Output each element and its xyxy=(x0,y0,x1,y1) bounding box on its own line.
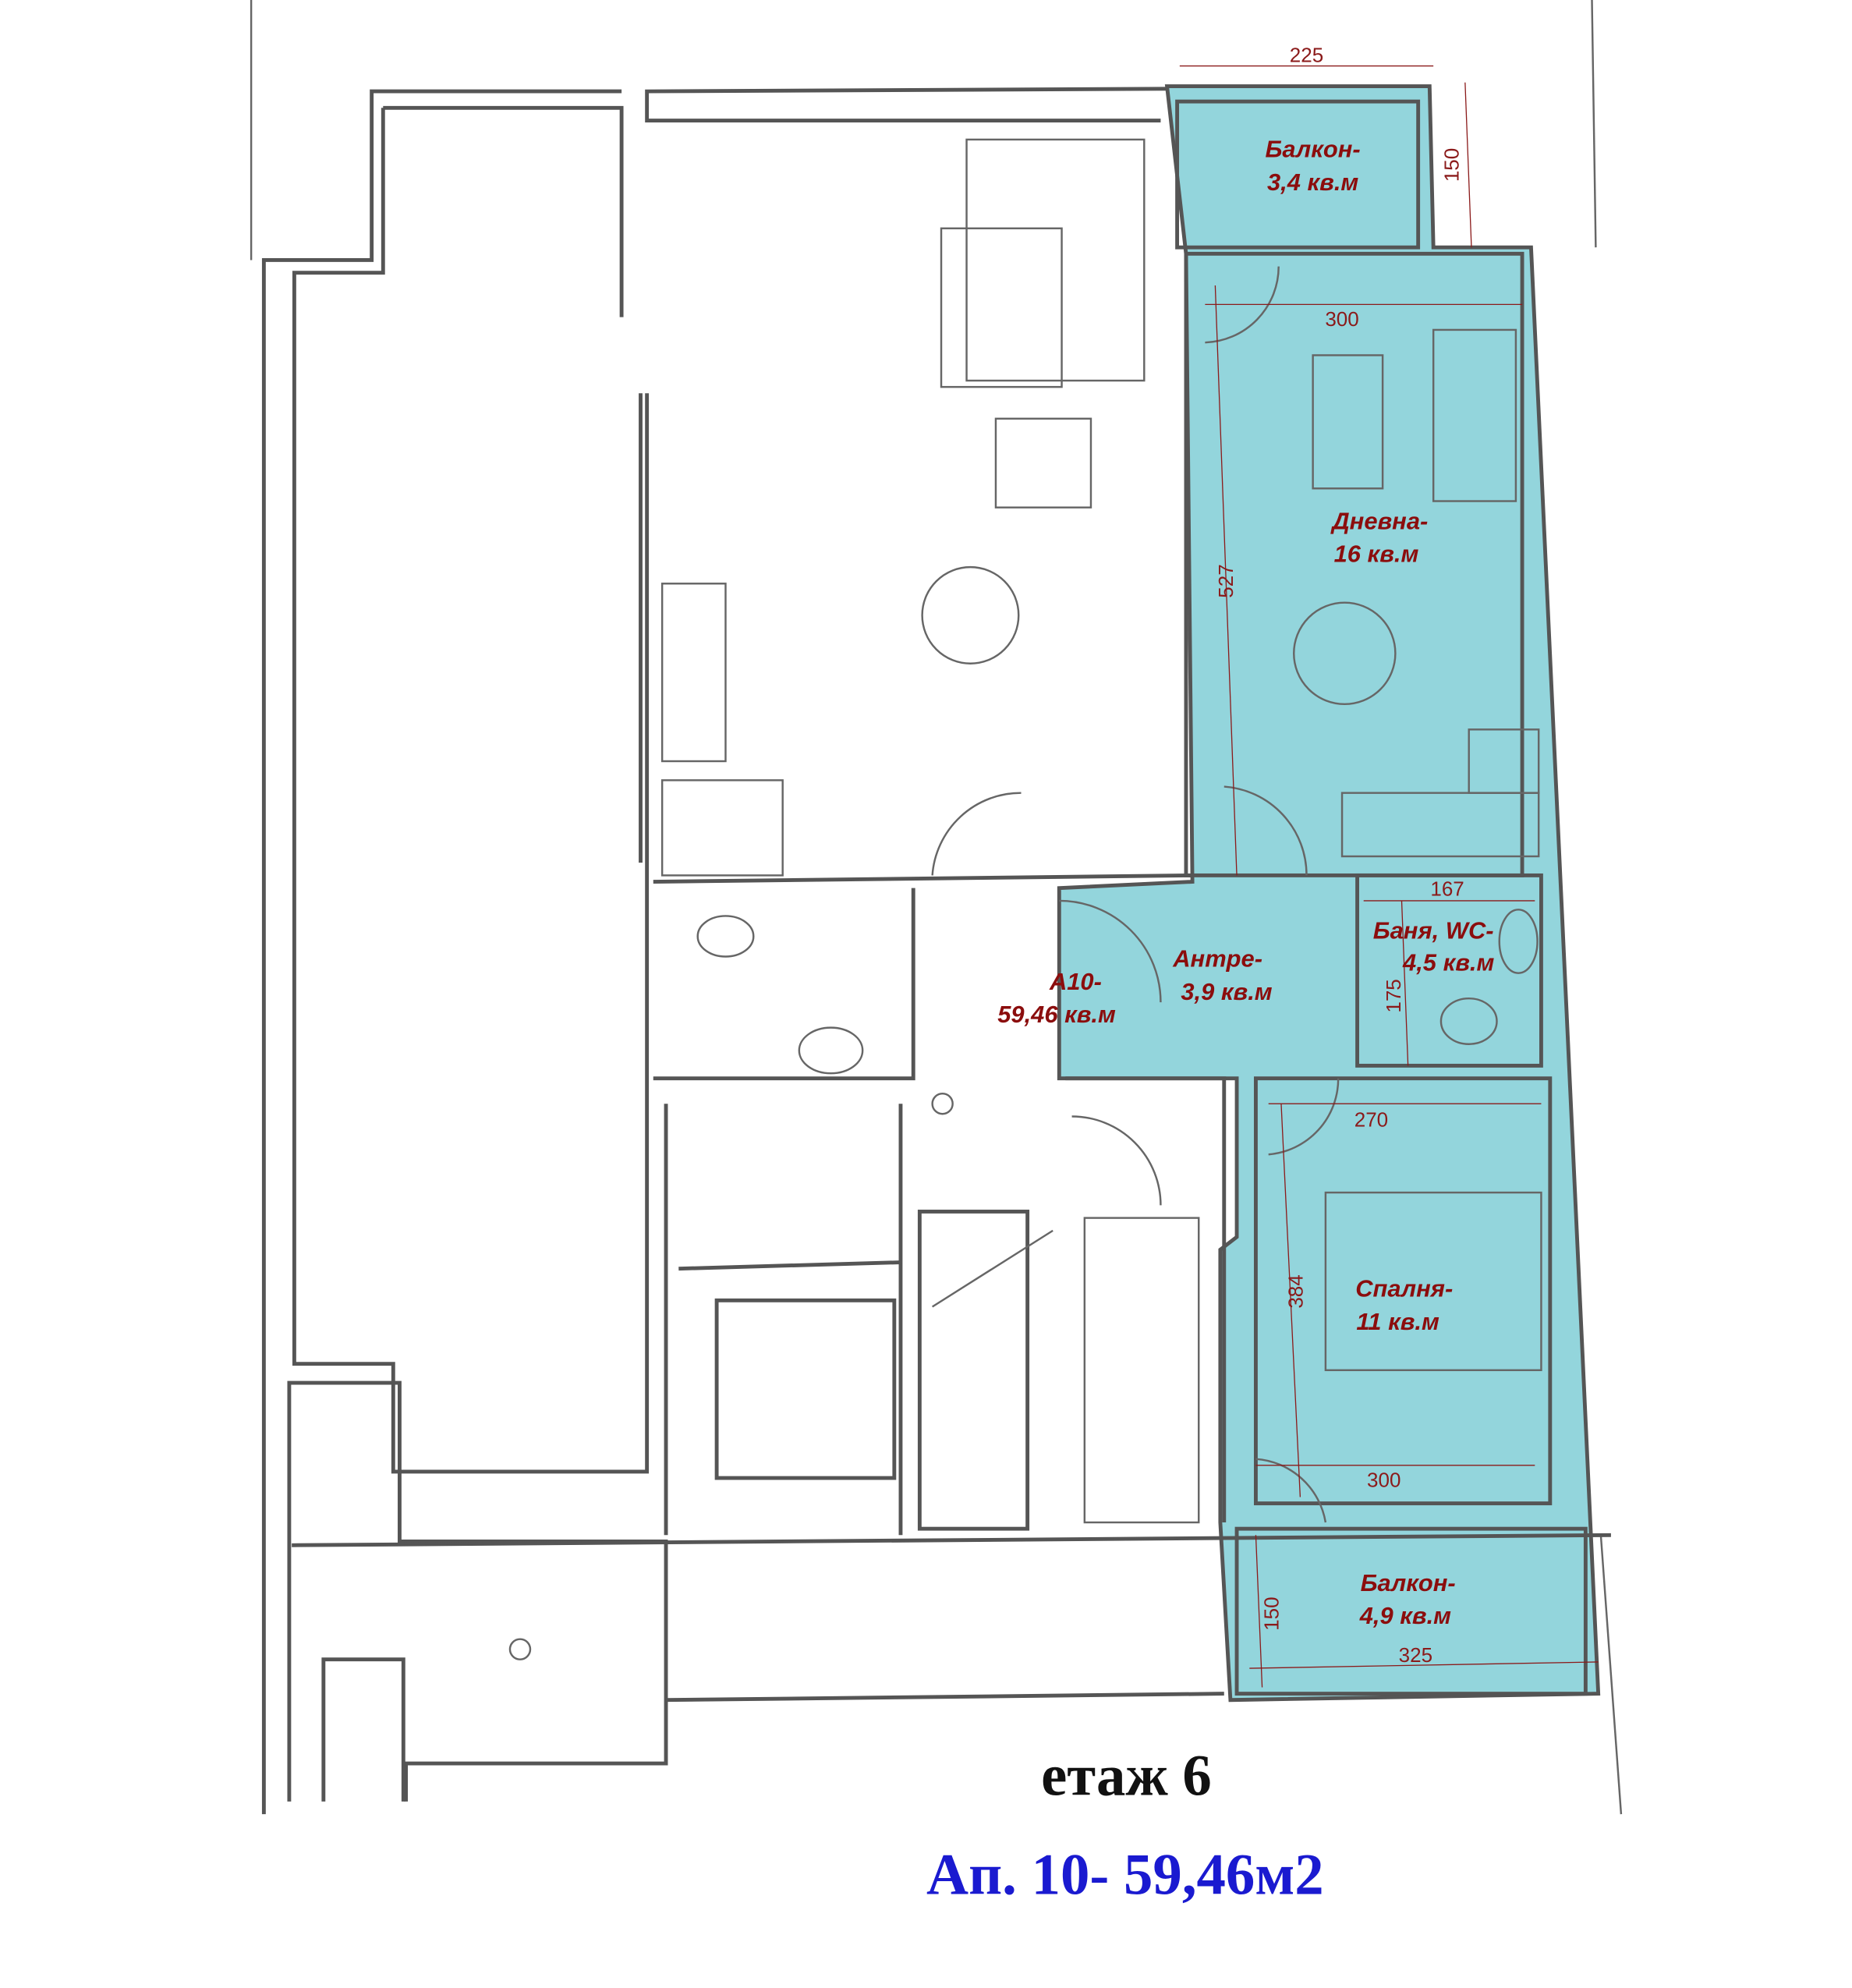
bathroom-name: Баня, WC- xyxy=(1373,917,1494,944)
apartment-title: Ап. 10- 59,46м2 xyxy=(926,1843,1324,1908)
bedroom-area: 11 кв.м xyxy=(1356,1308,1439,1335)
dim-living-length: 527 xyxy=(1214,564,1238,597)
dim-balcony-top-depth: 150 xyxy=(1440,148,1464,182)
dim-bedroom-width-bottom: 300 xyxy=(1367,1468,1401,1491)
balcony-bottom-area: 4,9 кв.м xyxy=(1359,1602,1451,1629)
living-area: 16 кв.м xyxy=(1334,540,1419,568)
apartment-name: А10- xyxy=(1049,968,1102,995)
dim-bath-length: 175 xyxy=(1382,979,1405,1012)
apartment-highlight xyxy=(1057,84,1601,1703)
bedroom-name: Спалня- xyxy=(1355,1274,1453,1302)
apartment-area: 59,46 кв.м xyxy=(997,1001,1116,1028)
balcony-top-area: 3,4 кв.м xyxy=(1267,168,1358,196)
living-name: Дневна- xyxy=(1330,507,1428,534)
dimension-lines xyxy=(1179,65,1599,1688)
floor-label: етаж 6 xyxy=(1041,1744,1212,1809)
balcony-top-name: Балкон- xyxy=(1266,136,1361,163)
entrance-name: Антре- xyxy=(1172,945,1262,973)
dim-balcony-top-width: 225 xyxy=(1290,44,1323,67)
dim-balcony-bottom-width: 325 xyxy=(1399,1643,1432,1667)
balcony-bottom-name: Балкон- xyxy=(1361,1569,1456,1596)
dim-bath-width: 167 xyxy=(1430,877,1464,900)
dim-bedroom-width: 270 xyxy=(1354,1107,1388,1131)
dim-bedroom-length: 384 xyxy=(1284,1274,1308,1308)
dim-balcony-bottom-depth: 150 xyxy=(1260,1596,1284,1630)
walls xyxy=(250,0,1623,1815)
dim-living-width: 300 xyxy=(1325,307,1358,331)
entrance-area: 3,9 кв.м xyxy=(1181,978,1272,1005)
bathroom-area: 4,5 кв.м xyxy=(1402,948,1494,976)
